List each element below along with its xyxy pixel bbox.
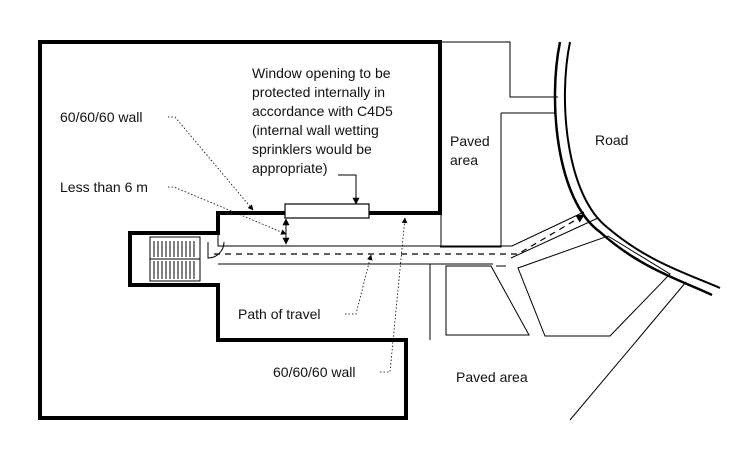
window-note: Window opening to be protected internall… bbox=[252, 65, 397, 176]
label-paved-area-bottom: Paved area bbox=[456, 369, 528, 385]
door-swing bbox=[207, 241, 225, 259]
label-less-than: Less than 6 m bbox=[60, 179, 148, 195]
label-wall-top: 60/60/60 wall bbox=[60, 109, 143, 125]
leader-less-than bbox=[168, 186, 287, 235]
label-road: Road bbox=[595, 132, 628, 148]
road-edge-inner bbox=[563, 41, 721, 289]
label-path-of-travel: Path of travel bbox=[238, 306, 321, 322]
label-wall-bottom: 60/60/60 wall bbox=[273, 364, 356, 380]
window-opening bbox=[284, 203, 370, 219]
paved-area-lines bbox=[430, 41, 687, 421]
leader-wall-top bbox=[168, 116, 254, 211]
path-of-travel-line bbox=[214, 214, 585, 255]
road-edge-outer bbox=[553, 41, 713, 297]
leader-window-note bbox=[338, 174, 360, 205]
label-paved-area-top: Paved area bbox=[450, 133, 494, 168]
leader-wall-bottom bbox=[380, 217, 408, 373]
leader-path-of-travel bbox=[345, 254, 373, 315]
stair bbox=[149, 236, 201, 282]
